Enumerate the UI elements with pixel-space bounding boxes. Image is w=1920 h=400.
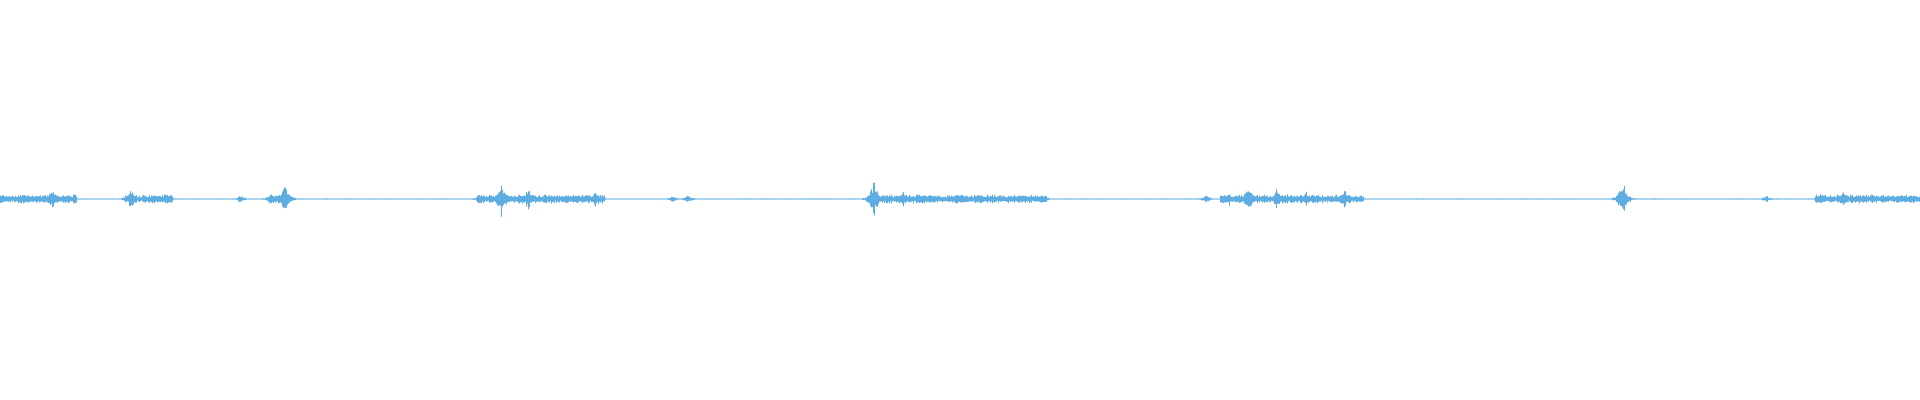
waveform-path: [0, 182, 1920, 217]
